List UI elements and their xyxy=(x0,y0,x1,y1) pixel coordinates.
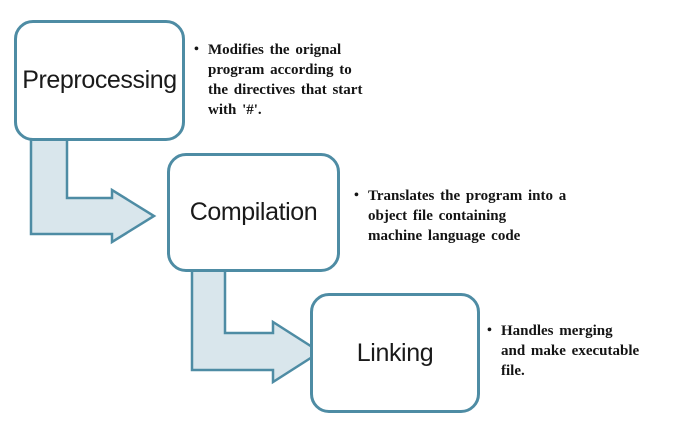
bullet-line: the directives that start xyxy=(208,82,363,98)
bullet-line: machine language code xyxy=(368,228,521,244)
step-label-preprocessing: Preprocessing xyxy=(22,66,177,94)
bullet-preprocessing: • Modifies the orignal program according… xyxy=(194,40,362,120)
bullet-line: with '#'. xyxy=(208,102,262,118)
bullet-icon: • xyxy=(487,323,492,338)
bullet-line: object file containing xyxy=(368,208,507,224)
bullet-line: file. xyxy=(501,363,525,379)
step-label-compilation: Compilation xyxy=(189,198,318,226)
bullet-line: and make executable xyxy=(501,343,640,359)
bullet-icon: • xyxy=(354,188,359,203)
bullet-line: program according to xyxy=(208,62,352,78)
bullet-line: Modifies the orignal xyxy=(208,42,342,58)
step-box-compilation: Compilation xyxy=(167,153,340,272)
bullet-line: Translates the program into a xyxy=(368,188,567,204)
step-box-linking: Linking xyxy=(310,293,480,413)
bullet-line: Handles merging xyxy=(501,323,613,339)
step-box-preprocessing: Preprocessing xyxy=(14,20,185,141)
bullet-compilation: • Translates the program into a object f… xyxy=(354,186,566,246)
bent-arrow-compilation-to-linking xyxy=(190,267,323,385)
bent-arrow-preprocessing-to-compilation xyxy=(29,137,157,245)
bullet-linking: • Handles merging and make executable fi… xyxy=(487,321,639,381)
bullet-icon: • xyxy=(194,42,199,57)
step-label-linking: Linking xyxy=(356,338,434,367)
